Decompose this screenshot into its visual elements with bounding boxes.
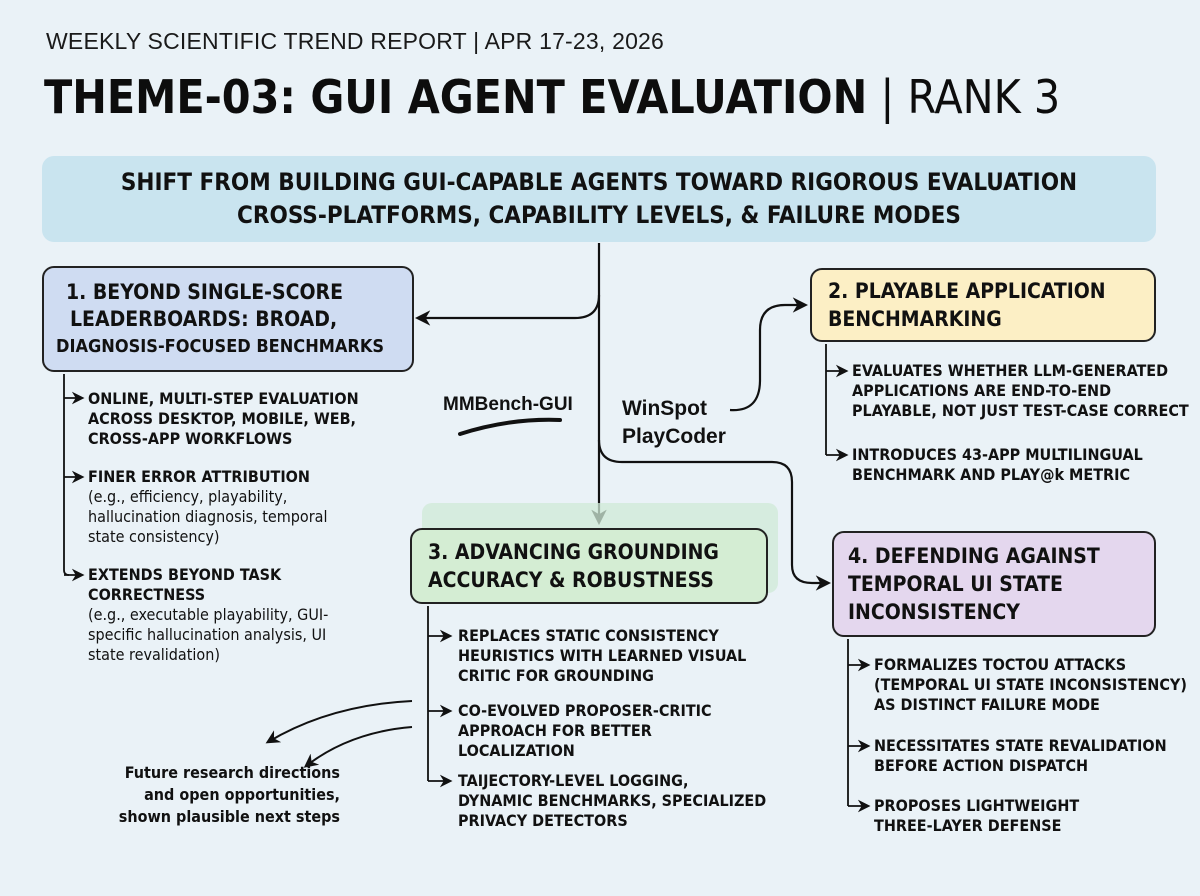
report-header: WEEKLY SCIENTIFIC TREND REPORT | APR 17-… (46, 28, 665, 54)
section1-bullet: EXTENDS BEYOND TASK CORRECTNESS (e.g., e… (88, 565, 329, 664)
page-title: THEME-03: GUI AGENT EVALUATION | RANK 3 (44, 70, 1060, 124)
banner-line-1: SHIFT FROM BUILDING GUI-CAPABLE AGENTS T… (120, 168, 1078, 196)
section4-bullet: FORMALIZES TOCTOU ATTACKS (TEMPORAL UI S… (874, 655, 1187, 714)
section4-box: 4. DEFENDING AGAINST TEMPORAL UI STATE I… (832, 531, 1156, 637)
section3-title-line: ACCURACY & ROBUSTNESS (428, 568, 714, 592)
section4-bullet: PROPOSES LIGHTWEIGHT THREE-LAYER DEFENSE (874, 796, 1080, 835)
section3-box: 3. ADVANCING GROUNDING ACCURACY & ROBUST… (410, 528, 768, 604)
section4-title-line: TEMPORAL UI STATE (848, 572, 1063, 596)
future-directions-note: Future research directions and open oppo… (118, 763, 340, 826)
curved-arrow-icon (265, 700, 413, 744)
section1-box: 1. BEYOND SINGLE-SCORE LEADERBOARDS: BRO… (42, 266, 414, 372)
section3-bullet: CO-EVOLVED PROPOSER-CRITIC APPROACH FOR … (458, 701, 712, 760)
section1-title-line: LEADERBOARDS: BROAD, (70, 306, 338, 331)
mmbench-label: MMBench-GUI (443, 394, 573, 415)
pen-stroke-icon (458, 417, 562, 436)
winspot-label: WinSpot (622, 397, 707, 420)
curved-arrow-icon (303, 726, 413, 768)
section4-title-line: INCONSISTENCY (848, 600, 1020, 624)
section4-title-line: 4. DEFENDING AGAINST (848, 544, 1100, 568)
arrow-to-section1 (414, 294, 601, 326)
section2-title-line: BENCHMARKING (828, 307, 1002, 331)
section3-bullet: TAIJECTORY-LEVEL LOGGING, DYNAMIC BENCHM… (458, 771, 767, 830)
section2-box: 2. PLAYABLE APPLICATION BENCHMARKING (810, 268, 1156, 342)
section1-bullet: FINER ERROR ATTRIBUTION (e.g., efficienc… (88, 467, 328, 546)
section2-title-line: 2. PLAYABLE APPLICATION (828, 279, 1106, 303)
arrow-to-section4 (597, 439, 832, 591)
rank-label: | RANK 3 (880, 70, 1061, 124)
section1-title-line: DIAGNOSIS-FOCUSED BENCHMARKS (56, 335, 385, 357)
section1-bullet: ONLINE, MULTI-STEP EVALUATION ACROSS DES… (88, 389, 359, 448)
section3-bullet: REPLACES STATIC CONSISTENCY HEURISTICS W… (458, 626, 747, 685)
section4-bullet: NECESSITATES STATE REVALIDATION BEFORE A… (874, 736, 1167, 775)
section2-bullet: INTRODUCES 43-APP MULTILINGUAL BENCHMARK… (852, 445, 1143, 484)
theme-title: THEME-03: GUI AGENT EVALUATION (44, 70, 868, 124)
summary-banner: SHIFT FROM BUILDING GUI-CAPABLE AGENTS T… (42, 156, 1156, 242)
banner-line-2: CROSS-PLATFORMS, CAPABILITY LEVELS, & FA… (237, 201, 961, 229)
section1-title-line: 1. BEYOND SINGLE-SCORE (66, 279, 343, 304)
section3-title-line: 3. ADVANCING GROUNDING (428, 540, 719, 564)
section2-bullet: EVALUATES WHETHER LLM-GENERATED APPLICAT… (852, 361, 1189, 420)
playcoder-label: PlayCoder (622, 425, 726, 448)
arrow-to-section2 (729, 297, 809, 412)
